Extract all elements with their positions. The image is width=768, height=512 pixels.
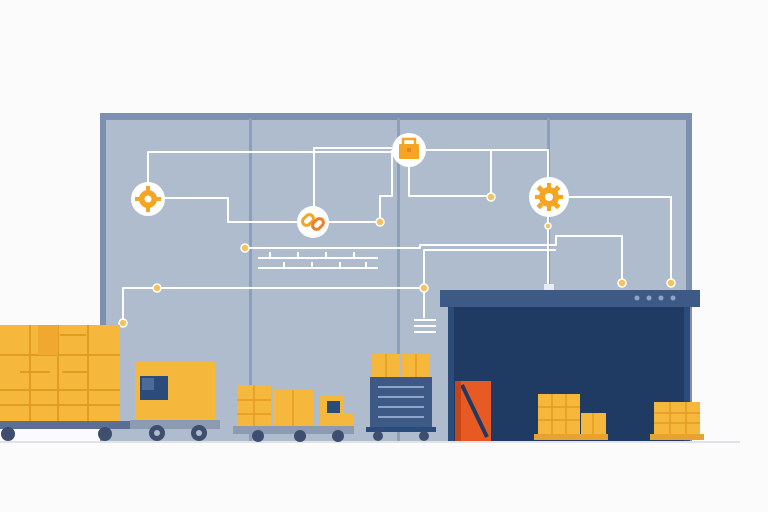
gear-icon xyxy=(131,182,165,216)
forklift xyxy=(233,385,354,442)
network-node xyxy=(544,222,552,230)
shelving-cart xyxy=(366,354,436,441)
network-node xyxy=(152,283,162,293)
ground-line xyxy=(0,441,740,443)
package-icon xyxy=(392,133,426,167)
network-node xyxy=(118,318,128,328)
delivery-truck xyxy=(130,362,220,441)
network-node xyxy=(666,278,676,288)
stacked-pallets xyxy=(534,394,704,440)
gear-icon xyxy=(529,177,569,217)
network-node xyxy=(240,243,250,253)
network-node xyxy=(375,217,385,227)
network-node xyxy=(617,278,627,288)
warehouse-cart xyxy=(0,325,132,441)
link-icon xyxy=(297,206,329,238)
network-nodes xyxy=(118,192,676,328)
dock-door-panel xyxy=(455,381,491,441)
network-node xyxy=(419,283,429,293)
network-bracket xyxy=(258,252,436,333)
network-node xyxy=(486,192,496,202)
